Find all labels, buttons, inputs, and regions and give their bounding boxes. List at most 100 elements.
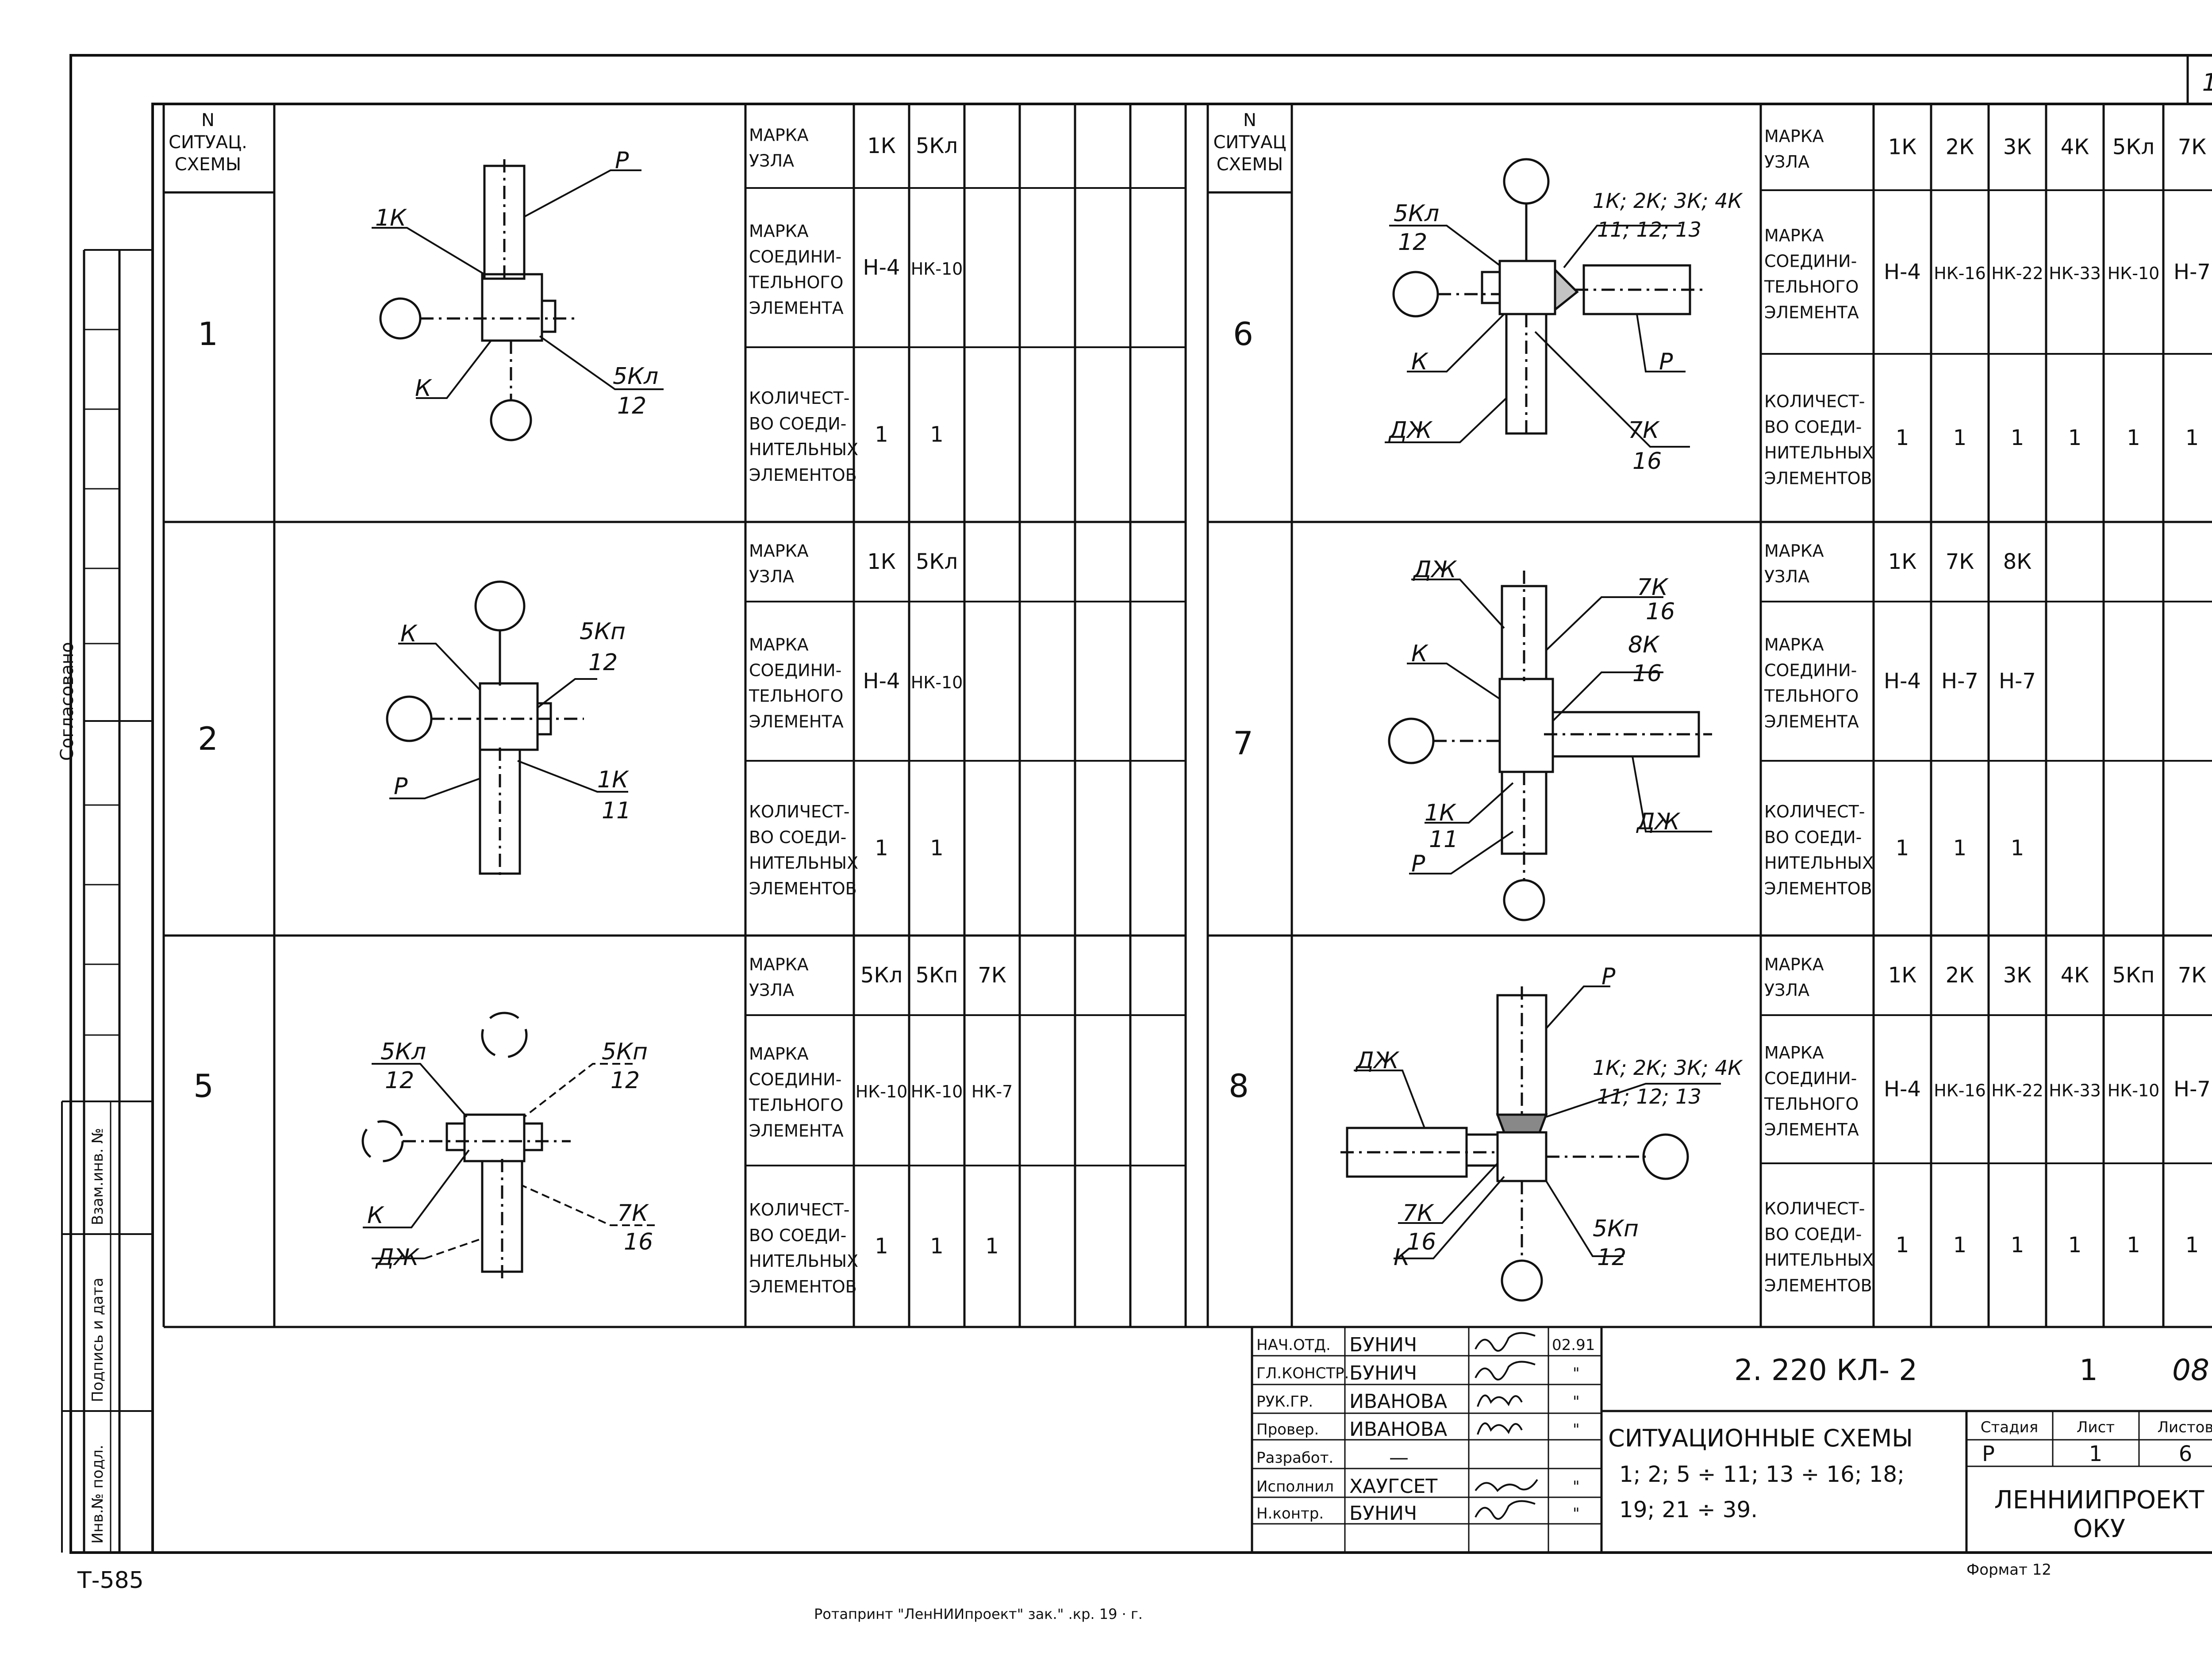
cell-node-value: 7К [2178, 963, 2207, 988]
row-header-connecting-element-mark-line: ТЕЛЬНОГО [749, 686, 843, 706]
cell-quantitie-value: 1 [1953, 426, 1967, 450]
s5-label-a-bot: 12 [385, 1067, 414, 1094]
tb-name-2: ИВАНОВА [1349, 1390, 1447, 1413]
row-header-node-mark-line: УЗЛА [1764, 980, 1809, 1000]
cell-element-value: НК-10 [911, 673, 963, 692]
cell-node-value: 7К [1946, 549, 1974, 574]
cell-node-value: 5Кл [2112, 135, 2154, 160]
cell-quantitie-value: 1 [875, 1234, 888, 1259]
cell-element-value: НК-10 [911, 1082, 963, 1101]
s8-label-a-top: 1К; 2К; 3К; 4К [1593, 1056, 1743, 1080]
s2-label-node-top: 1К [597, 767, 629, 793]
header-scheme-line2-right: СИТУАЦ [1213, 132, 1286, 153]
s5-label-dzh: ДЖ [375, 1244, 420, 1271]
cell-node-value: 4К [2061, 963, 2089, 988]
s7-label-p: Р [1411, 851, 1425, 877]
tb-name-4: — [1389, 1446, 1409, 1469]
s6-label-dzh: ДЖ [1388, 417, 1433, 444]
organization-line-2: ОКУ [2073, 1515, 2125, 1543]
row-header-connecting-element-mark-line: ТЕЛЬНОГО [1764, 277, 1859, 296]
row-header-connecting-element-mark-line: СОЕДИНИ- [1764, 251, 1857, 271]
cell-node-value: 7К [2178, 135, 2207, 160]
s6-label-p: Р [1659, 349, 1673, 375]
document-code: 2. 220 КЛ- 2 [1734, 1353, 1917, 1387]
cell-quantitie-value: 1 [2011, 1233, 2024, 1258]
header-scheme-line2: СИТУАЦ. [169, 132, 247, 153]
cell-quantitie-value: 1 [2127, 426, 2140, 450]
s5-label-b-bot: 12 [611, 1067, 640, 1094]
cell-node-value: 3К [2003, 135, 2032, 160]
tb-role-4: Разработ. [1256, 1449, 1333, 1467]
tb-date-0: 02.91 [1552, 1336, 1595, 1354]
tb-date-2: " [1573, 1393, 1580, 1411]
row-header-node-mark-line: МАРКА [749, 541, 809, 560]
signature-marks [1475, 1332, 1538, 1520]
row-header-quantity-line: КОЛИЧЕСТ- [1764, 1199, 1865, 1218]
row-header-node-mark-line: МАРКА [749, 955, 809, 974]
cell-element-value: НК-10 [2108, 1081, 2160, 1101]
row-header-quantity-line: ЭЛЕМЕНТОВ [749, 879, 857, 898]
cell-element-value: НК-10 [911, 259, 963, 279]
title-line-1: СИТУАЦИОННЫЕ СХЕМЫ [1608, 1424, 1913, 1452]
s5-label-c-top: 7К [617, 1200, 649, 1227]
row-header-connecting-element-mark-line: МАРКА [1764, 1043, 1824, 1062]
row-header-connecting-element-mark-line: СОЕДИНИ- [749, 660, 841, 680]
tb-date-6: " [1573, 1505, 1580, 1522]
cell-node-value: 2К [1946, 963, 1974, 988]
s7-label-c-top: 1К [1425, 800, 1456, 826]
s1-label-1k: 1К [375, 205, 407, 231]
cell-quantitie-value: 1 [1896, 426, 1909, 450]
cell-node-value: 5Кл [916, 134, 958, 158]
row-header-connecting-element-mark-line: ЭЛЕМЕНТА [1764, 1120, 1859, 1139]
cell-node-value: 5Кл [916, 549, 958, 574]
cell-element-value: НК-33 [2049, 264, 2101, 283]
organization-line-1: ЛЕННИИПРОЕКТ [1994, 1486, 2205, 1515]
row-header-connecting-element-mark-line: ТЕЛЬНОГО [749, 1095, 843, 1115]
scheme-number-2: 2 [198, 720, 218, 757]
cell-quantitie-value: 1 [930, 422, 944, 447]
s1-label-mark-top: 5Кл [613, 363, 658, 390]
s8-label-a-bot: 11; 12; 13 [1597, 1085, 1701, 1108]
row-header-quantity-line: НИТЕЛЬНЫХ [749, 853, 858, 873]
row-label-cells: МАРКА УЗЛА МАРКА СОЕДИНИ- ТЕЛЬНОГО ЭЛЕМЕНТА КО… [749, 125, 1874, 1296]
s7-label-dzh: ДЖ [1413, 556, 1457, 583]
row-header-node-mark-line: МАРКА [1764, 127, 1824, 146]
s7-label-a-top: 7К [1637, 574, 1669, 601]
cell-node-value: 1К [1888, 963, 1917, 988]
s7-label-dzh2: ДЖ [1636, 809, 1681, 835]
header-scheme-line3: СХЕМЫ [175, 154, 241, 175]
cell-node-value: 1К [1888, 549, 1917, 574]
cell-quantitie-value: 1 [2127, 1233, 2140, 1258]
s8-label-p: Р [1601, 963, 1616, 990]
header-scheme-n: N [201, 110, 215, 130]
row-header-quantity-line: КОЛИЧЕСТ- [1764, 802, 1865, 821]
row-header-quantity-line: НИТЕЛЬНЫХ [1764, 853, 1874, 873]
cell-element-value: Н-4 [863, 669, 900, 694]
row-header-node-mark-line: УЗЛА [749, 567, 794, 586]
cell-quantitie-value: 1 [2011, 836, 2024, 861]
row-header-node-mark-line: УЗЛА [1764, 567, 1809, 586]
row-header-node-mark-line: МАРКА [749, 125, 809, 145]
s2-label-p: Р [394, 773, 408, 800]
row-header-connecting-element-mark-line: ЭЛЕМЕНТА [749, 1121, 844, 1140]
scheme-7-drawing [1388, 571, 1712, 921]
cell-quantitie-value: 1 [875, 836, 888, 861]
cell-element-value: Н-7 [2174, 260, 2211, 284]
cell-element-value: Н-7 [2174, 1077, 2211, 1102]
cell-node-value: 5Кп [916, 963, 958, 988]
stamp-replace-inv: Взам.инв. № [89, 1128, 107, 1225]
s6-label-b-bot: 11; 12; 13 [1597, 218, 1701, 242]
cell-quantitie-value: 1 [1953, 836, 1967, 861]
s8-label-c-top: 5Кп [1593, 1216, 1639, 1242]
title-line-3: 19; 21 ÷ 39. [1619, 1497, 1758, 1522]
s1-label-k: К [415, 375, 432, 402]
s2-label-mark-top: 5Кп [580, 618, 626, 645]
tb-role-5: Исполнил [1256, 1478, 1334, 1496]
s8-label-c-bot: 12 [1597, 1244, 1626, 1271]
cell-quantitie-value: 1 [2185, 1233, 2199, 1258]
footer-print-note: Ротапринт "ЛенНИИпроект" зак." .кр. 19 ·… [814, 1606, 1143, 1622]
scheme-8-drawing [1340, 986, 1721, 1302]
row-header-quantity-line: ЭЛЕМЕНТОВ [749, 465, 857, 485]
